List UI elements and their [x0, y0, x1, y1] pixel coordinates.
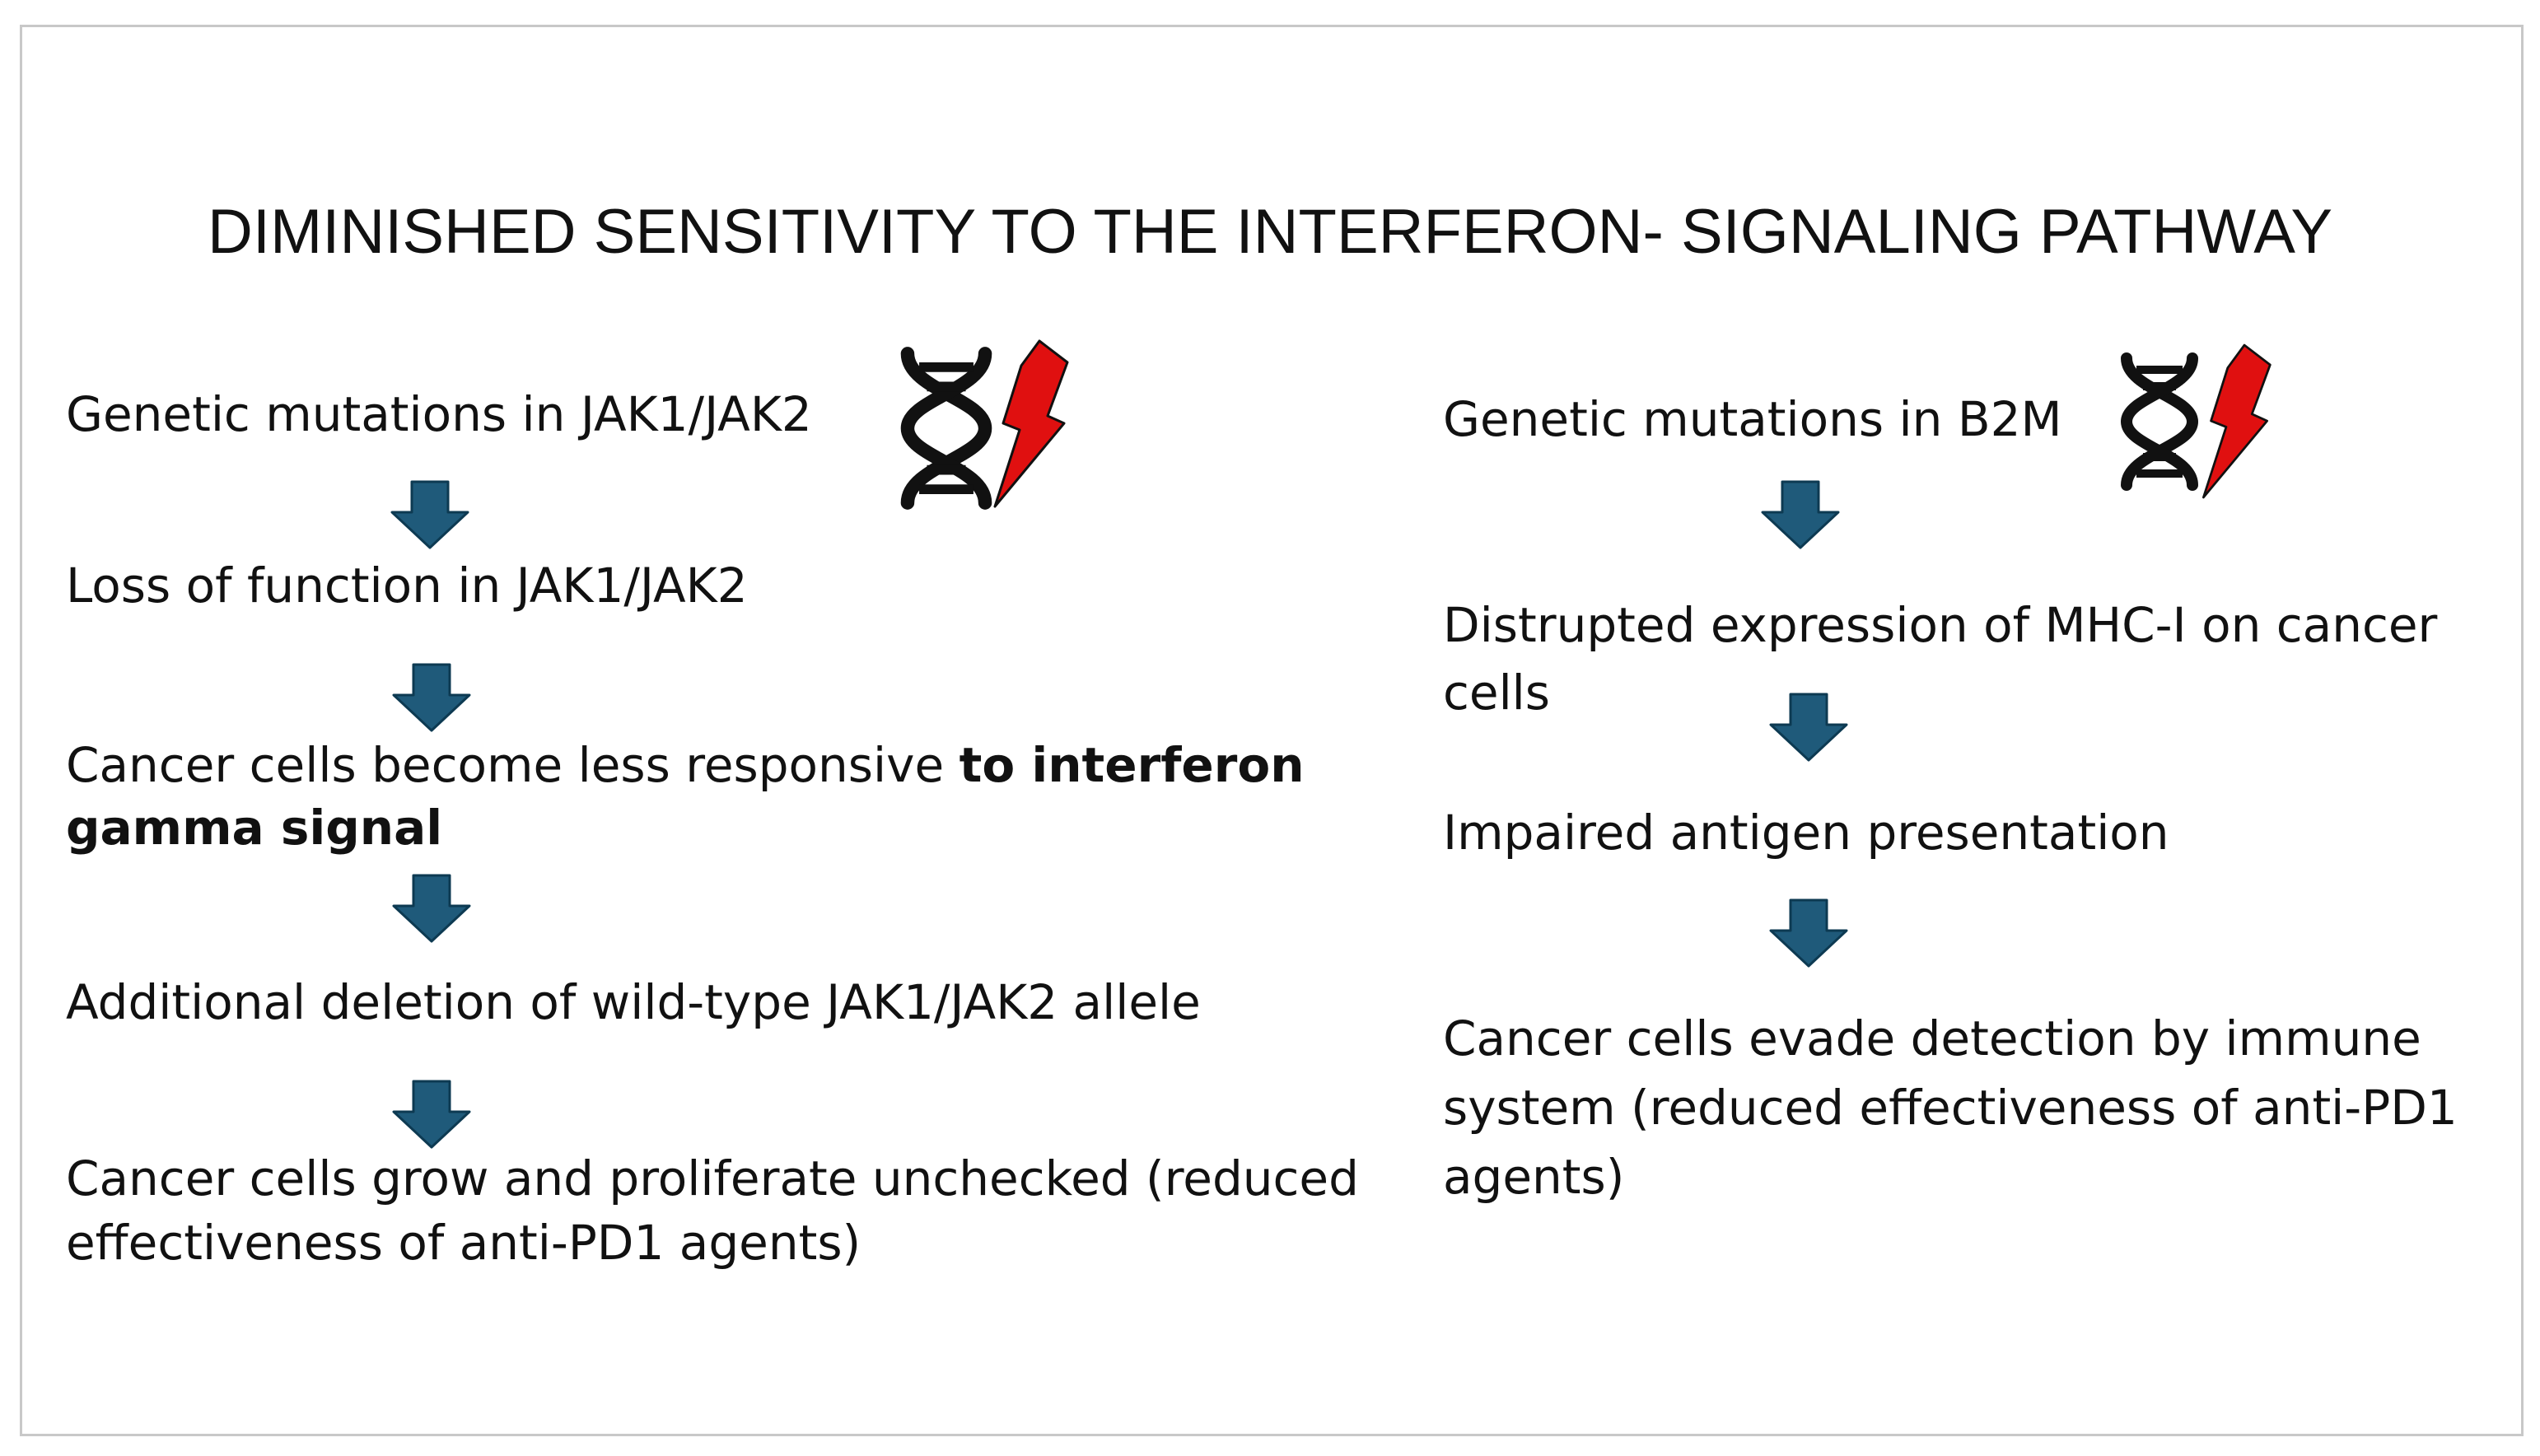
left-step-additional-deletion: Additional deletion of wild-type JAK1/JA… — [66, 974, 1201, 1030]
left-step-genetic-mutations: Genetic mutations in JAK1/JAK2 — [66, 386, 812, 442]
dna-icon — [900, 347, 992, 510]
left-step-gamma-signal-bold: gamma signal — [66, 800, 443, 856]
lightning-bolt-icon — [993, 339, 1069, 508]
right-step-genetic-mutations: Genetic mutations in B2M — [1443, 391, 2062, 447]
right-step-impaired-presentation: Impaired antigen presentation — [1443, 805, 2169, 861]
left-step-less-responsive-plain: Cancer cells become less responsive — [66, 737, 960, 793]
left-step-less-responsive-bold: to interferon — [959, 737, 1305, 793]
down-arrow-icon — [392, 1080, 471, 1149]
down-arrow-icon — [1769, 693, 1848, 762]
diagram-title: DIMINISHED SENSITIVITY TO THE INTERFERON… — [207, 197, 2333, 267]
left-step-proliferate-line2: effectiveness of anti-PD1 agents) — [66, 1215, 861, 1271]
left-step-proliferate-line1: Cancer cells grow and proliferate unchec… — [66, 1150, 1359, 1206]
down-arrow-icon — [1769, 898, 1848, 968]
left-step-loss-of-function: Loss of function in JAK1/JAK2 — [66, 558, 748, 614]
right-step-evade-line1: Cancer cells evade detection by immune — [1443, 1010, 2421, 1066]
down-arrow-icon — [392, 663, 471, 732]
right-step-disrupted-expression-line1: Distrupted expression of MHC-I on cancer — [1443, 597, 2438, 653]
down-arrow-icon — [392, 874, 471, 943]
right-step-disrupted-expression-line2: cells — [1443, 665, 1551, 721]
right-step-evade-line3: agents) — [1443, 1149, 1625, 1205]
left-step-less-responsive: Cancer cells become less responsive to i… — [66, 731, 1305, 799]
right-step-evade-line2: system (reduced effectiveness of anti-PD… — [1443, 1080, 2458, 1136]
dna-icon — [2120, 352, 2199, 491]
left-step-less-responsive-line2: gamma signal — [66, 794, 442, 861]
slide-frame — [20, 25, 2524, 1436]
down-arrow-icon — [390, 480, 469, 549]
down-arrow-icon — [1761, 480, 1840, 549]
lightning-bolt-icon — [2201, 343, 2272, 499]
